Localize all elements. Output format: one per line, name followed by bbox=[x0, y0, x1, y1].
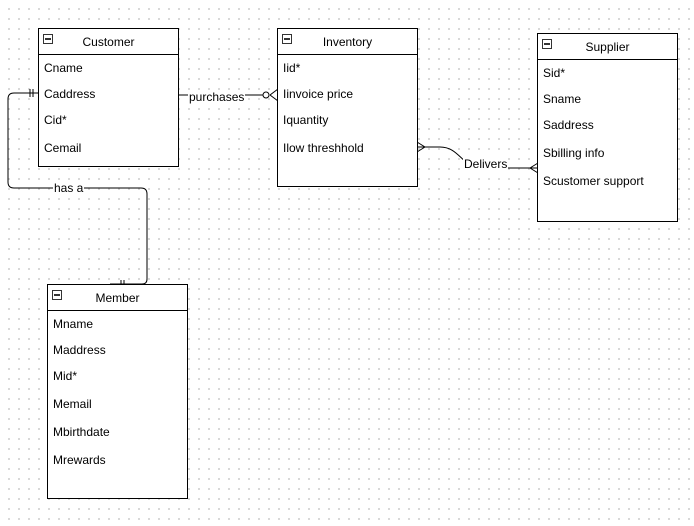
member-attribute: Mname bbox=[53, 317, 94, 331]
supplier-attribute: Saddress bbox=[543, 118, 594, 132]
purchases-crowfoot-upper bbox=[269, 88, 279, 96]
delivers-crowfoot-right-upper bbox=[529, 162, 539, 169]
member-attribute: Mid* bbox=[53, 369, 78, 383]
member-title: Member bbox=[95, 291, 140, 305]
member-attribute: Maddress bbox=[53, 343, 106, 357]
supplier-attribute: Sname bbox=[543, 92, 582, 106]
customer-attribute: Cname bbox=[44, 61, 83, 75]
supplier-attribute: Sbilling info bbox=[543, 146, 605, 160]
member-header[interactable]: Member bbox=[48, 285, 187, 311]
inventory-header[interactable]: Inventory bbox=[278, 29, 417, 55]
customer-entity[interactable]: Customer Cname Caddress Cid* Cemail bbox=[38, 28, 179, 167]
inventory-attribute: Iid* bbox=[283, 61, 301, 75]
collapse-icon[interactable] bbox=[542, 39, 552, 49]
purchases-crowfoot-lower bbox=[269, 94, 279, 102]
inventory-entity[interactable]: Inventory Iid* Iinvoice price Iquantity … bbox=[277, 28, 418, 187]
supplier-entity[interactable]: Supplier Sid* Sname Saddress Sbilling in… bbox=[537, 33, 678, 222]
customer-attribute: Caddress bbox=[44, 87, 96, 101]
customer-attribute: Cemail bbox=[44, 141, 82, 155]
customer-header[interactable]: Customer bbox=[39, 29, 178, 55]
member-attribute: Memail bbox=[53, 397, 92, 411]
collapse-icon[interactable] bbox=[52, 290, 62, 300]
delivers-label: Delivers bbox=[463, 157, 509, 171]
customer-title: Customer bbox=[82, 35, 135, 49]
supplier-header[interactable]: Supplier bbox=[538, 34, 677, 60]
collapse-icon[interactable] bbox=[43, 34, 53, 44]
delivers-crowfoot-right-lower bbox=[529, 167, 539, 174]
inventory-title: Inventory bbox=[322, 35, 373, 49]
supplier-attribute: Sid* bbox=[543, 66, 566, 80]
purchases-label: purchases bbox=[188, 90, 246, 104]
inventory-attribute: Ilow threshhold bbox=[283, 141, 364, 155]
customer-attribute: Cid* bbox=[44, 113, 67, 127]
delivers-crowfoot-left-upper bbox=[416, 141, 426, 148]
member-attribute: Mbirthdate bbox=[53, 425, 110, 439]
inventory-attribute: Iinvoice price bbox=[283, 87, 354, 101]
delivers-crowfoot-left-lower bbox=[416, 146, 426, 153]
member-entity[interactable]: Member Mname Maddress Mid* Memail Mbirth… bbox=[47, 284, 188, 499]
collapse-icon[interactable] bbox=[282, 34, 292, 44]
member-attribute: Mrewards bbox=[53, 453, 106, 467]
inventory-attribute: Iquantity bbox=[283, 113, 329, 127]
supplier-title: Supplier bbox=[585, 40, 630, 54]
has-a-label: has a bbox=[53, 181, 85, 195]
supplier-attribute: Scustomer support bbox=[543, 174, 644, 188]
purchases-optional-circle bbox=[262, 91, 270, 99]
